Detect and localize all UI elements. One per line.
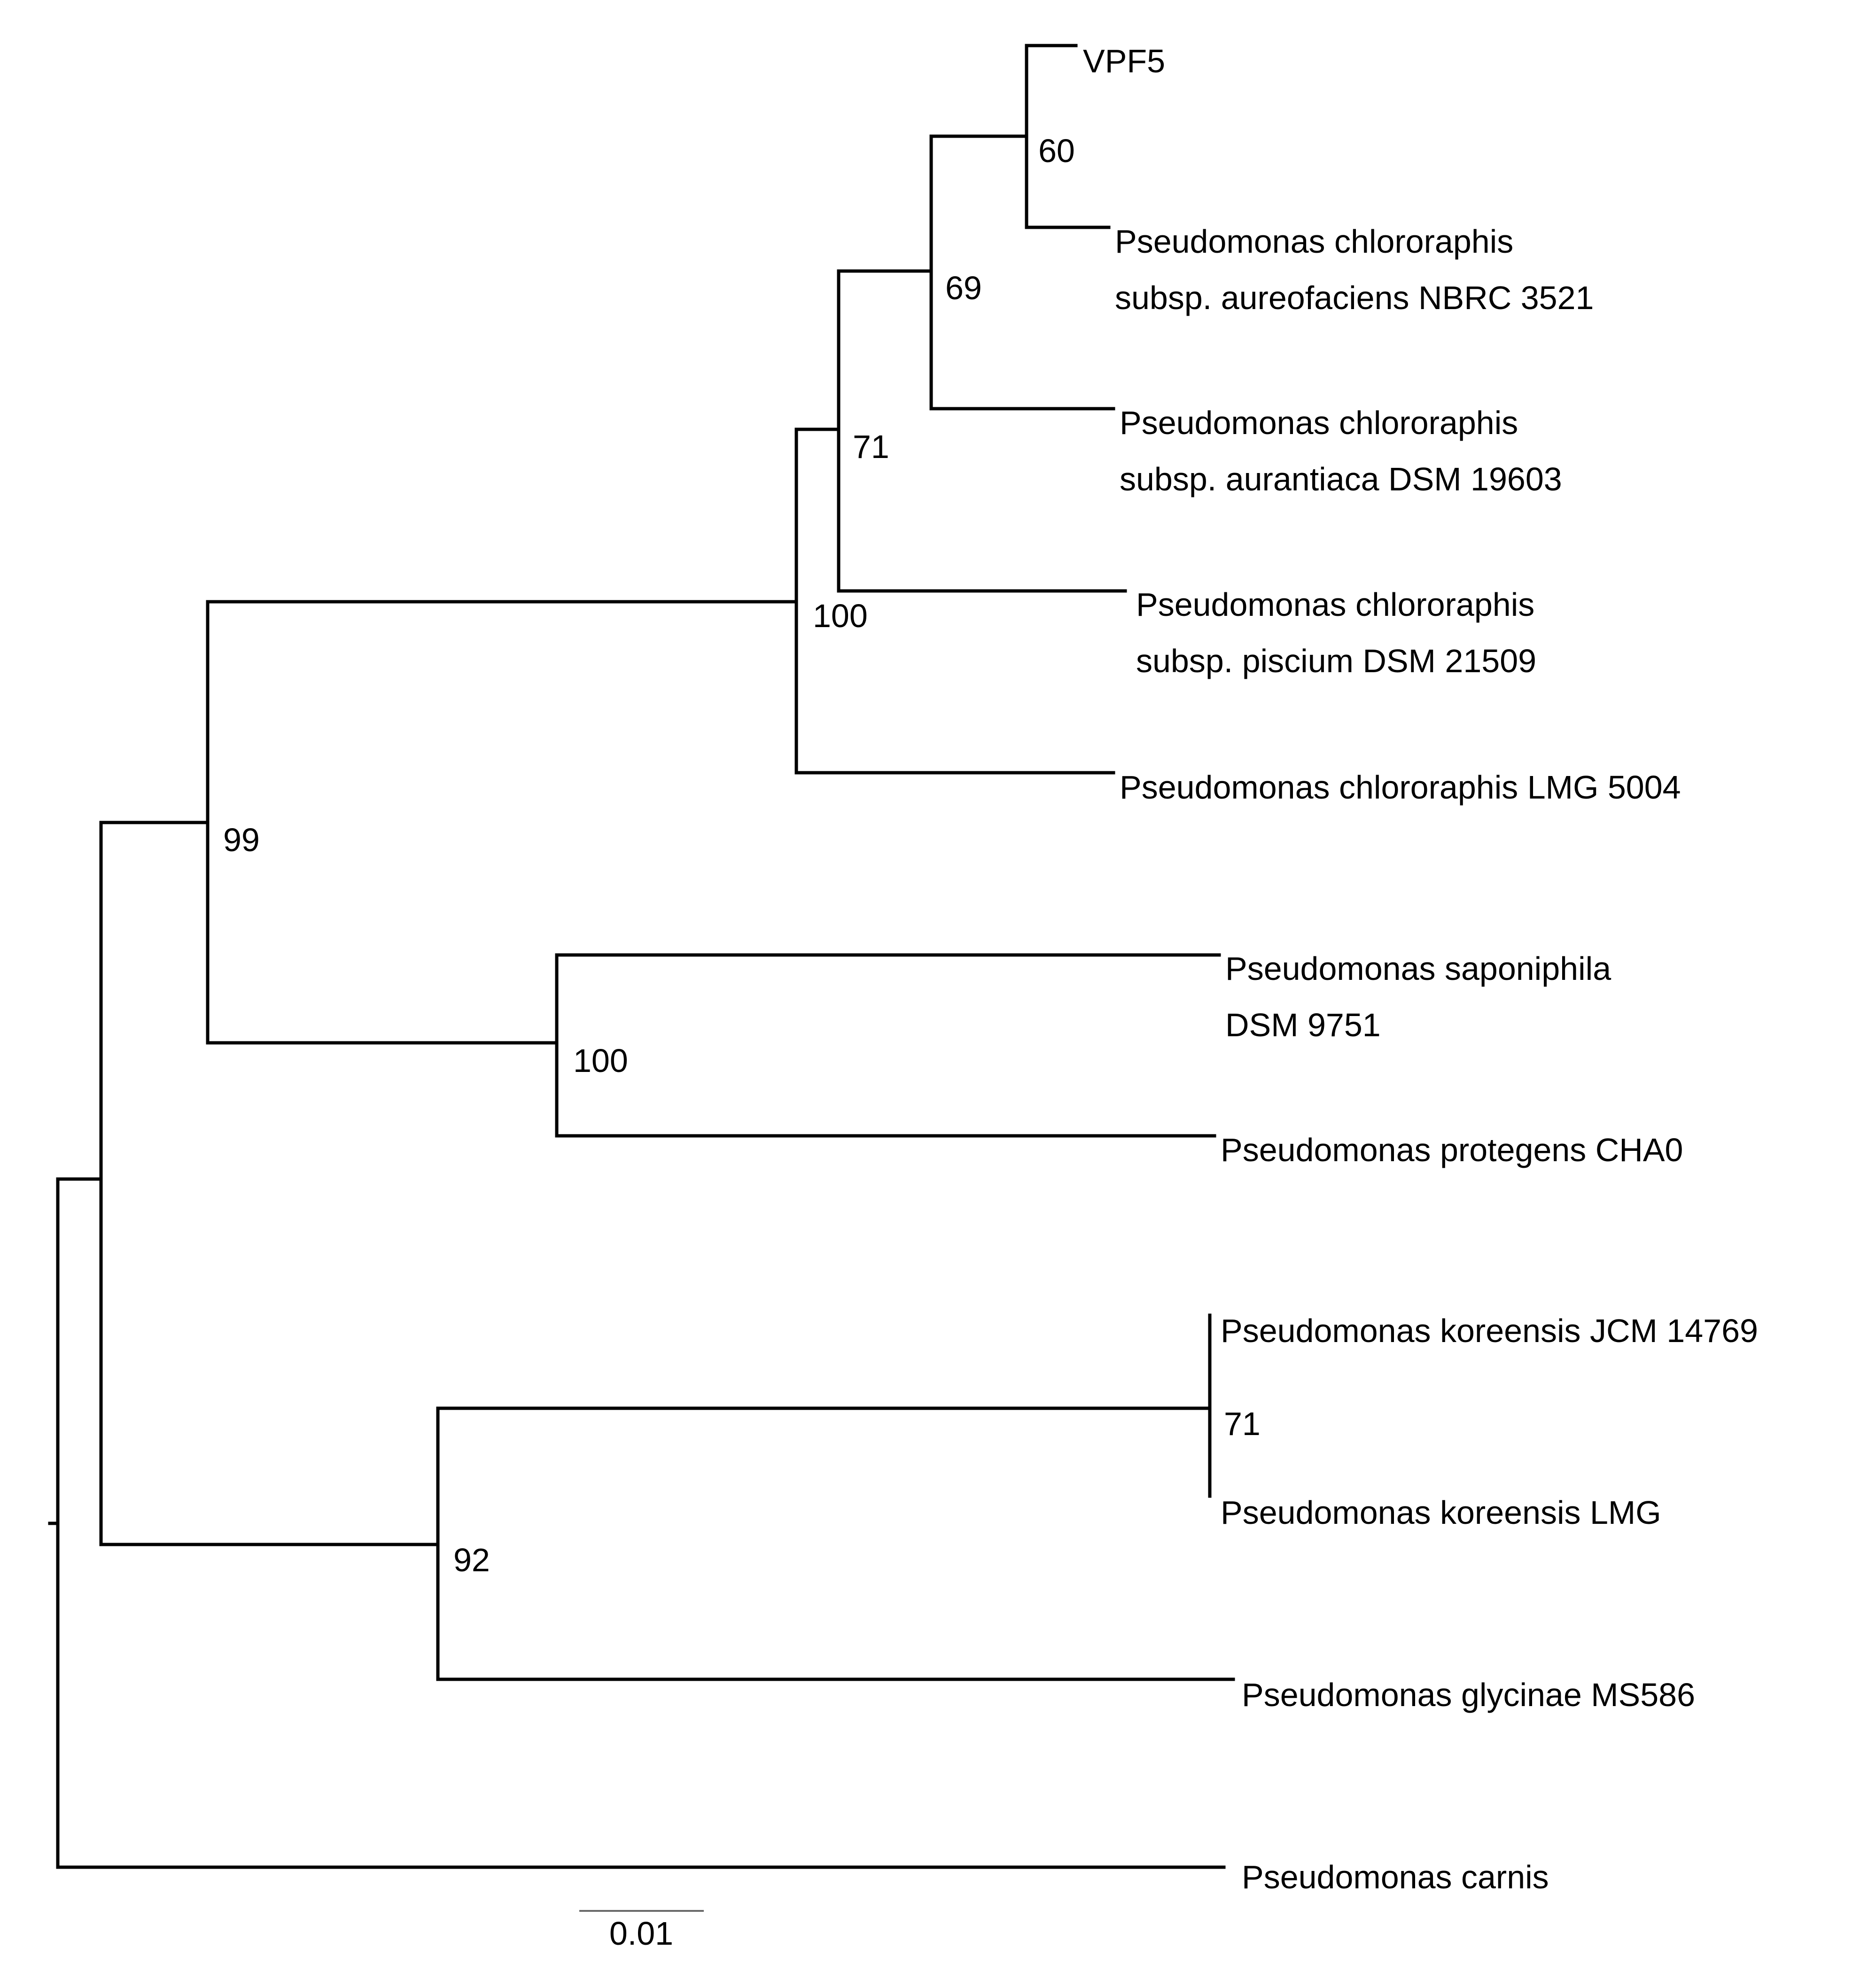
bootstrap-value: 100: [813, 598, 868, 634]
bootstrap-value: 60: [1038, 132, 1075, 169]
leaf-label-piscium: Pseudomonas chlororaphis subsp. piscium …: [1136, 586, 1544, 679]
leaf-label-saponiphila: Pseudomonas saponiphila DSM 9751: [1225, 950, 1620, 1043]
scale-bar-label: 0.01: [609, 1915, 673, 1952]
bootstrap-value: 71: [853, 428, 889, 465]
bootstrap-value: 71: [1224, 1405, 1261, 1442]
leaf-label-aureofaciens: Pseudomonas chlororaphis subsp. aureofac…: [1115, 223, 1594, 316]
leaf-label-glycinae: Pseudomonas glycinae MS586: [1242, 1676, 1695, 1713]
leaf-label-vpf5: VPF5: [1083, 43, 1165, 79]
leaf-label-koreensis-lmg: Pseudomonas koreensis LMG: [1221, 1494, 1661, 1531]
bootstrap-value: 99: [223, 822, 260, 858]
leaf-label-chlororaphis-lmg: Pseudomonas chlororaphis LMG 5004: [1120, 769, 1681, 806]
bootstrap-value: 92: [453, 1542, 490, 1578]
bootstrap-value: 100: [573, 1042, 628, 1079]
leaf-label-protegens: Pseudomonas protegens CHA0: [1221, 1132, 1683, 1168]
bootstrap-value: 69: [945, 270, 982, 306]
leaf-label-carnis: Pseudomonas carnis: [1242, 1859, 1549, 1895]
leaf-label-koreensis-jcm: Pseudomonas koreensis JCM 14769: [1221, 1312, 1758, 1349]
leaf-label-aurantiaca: Pseudomonas chlororaphis subsp. aurantia…: [1120, 404, 1562, 497]
